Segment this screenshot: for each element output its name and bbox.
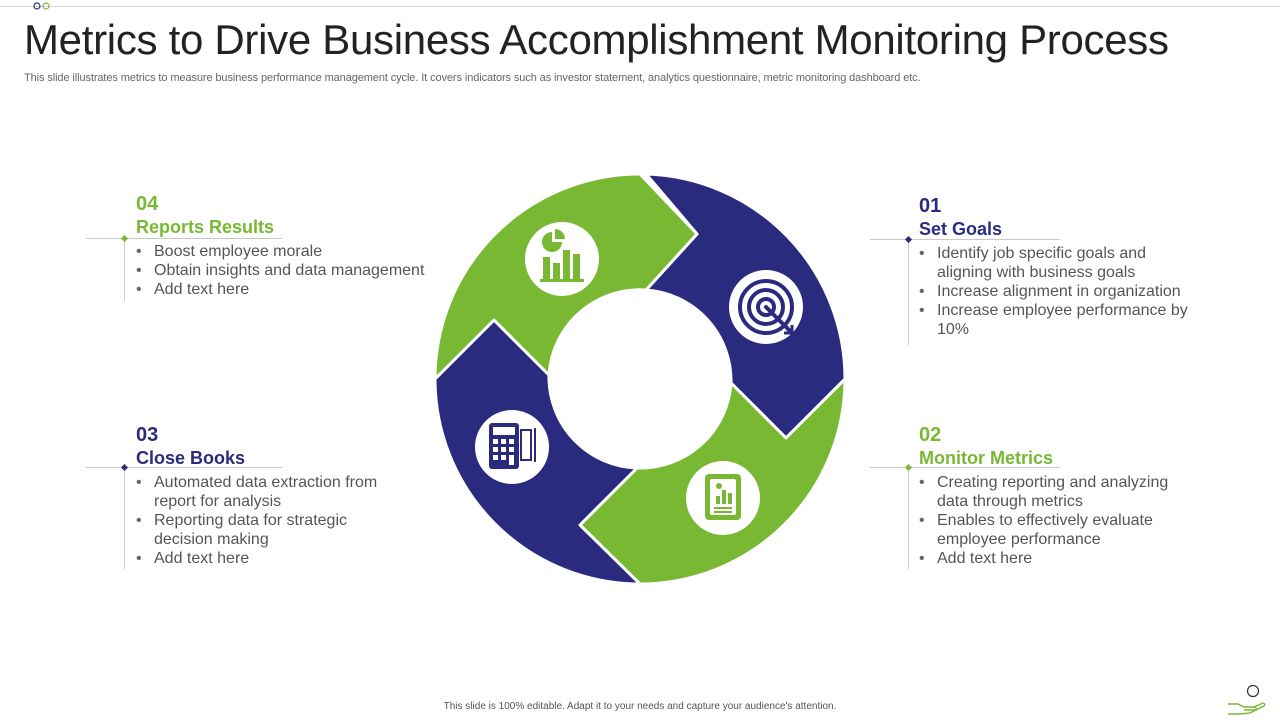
bullet-list: Creating reporting and analyzing data th… bbox=[919, 473, 1169, 568]
bullet-item: Add text here bbox=[136, 549, 386, 568]
bullet-list: Boost employee morale Obtain insights an… bbox=[136, 242, 436, 299]
connector-line bbox=[908, 467, 909, 569]
bullet-item: Add text here bbox=[136, 280, 436, 299]
bullet-list: Automated data extraction from report fo… bbox=[136, 473, 386, 568]
decorative-dots-icon bbox=[33, 2, 50, 10]
step-close-books: 03 Close Books Automated data extraction… bbox=[136, 423, 386, 568]
slide-title: Metrics to Drive Business Accomplishment… bbox=[24, 16, 1169, 63]
connector-line bbox=[908, 239, 909, 345]
step-title: Set Goals bbox=[919, 219, 1003, 239]
connector-line bbox=[124, 467, 125, 569]
step-number: 01 bbox=[919, 195, 942, 217]
step-monitor-metrics: 02 Monitor Metrics Creating reporting an… bbox=[919, 423, 1169, 568]
target-icon bbox=[729, 270, 803, 344]
bullet-item: Obtain insights and data management bbox=[136, 261, 436, 280]
bullet-item: Automated data extraction from report fo… bbox=[136, 473, 386, 511]
step-title: Monitor Metrics bbox=[919, 448, 1054, 468]
bullet-list: Identify job specific goals and aligning… bbox=[919, 244, 1189, 339]
connector-line bbox=[86, 467, 282, 468]
top-rule bbox=[0, 6, 1280, 7]
connector-line bbox=[86, 238, 282, 239]
step-number: 04 bbox=[136, 193, 159, 215]
slide-footer: This slide is 100% editable. Adapt it to… bbox=[443, 701, 837, 712]
calculator-accounting-icon bbox=[475, 410, 549, 484]
pie-bar-chart-icon bbox=[525, 222, 599, 296]
bullet-item: Add text here bbox=[919, 549, 1169, 568]
step-number: 03 bbox=[136, 424, 159, 446]
report-document-icon bbox=[686, 461, 760, 535]
bullet-item: Creating reporting and analyzing data th… bbox=[919, 473, 1169, 511]
step-title: Reports Results bbox=[136, 217, 275, 237]
step-number: 02 bbox=[919, 424, 942, 446]
bullet-item: Reporting data for strategic decision ma… bbox=[136, 511, 386, 549]
bullet-item: Enables to effectively evaluate employee… bbox=[919, 511, 1169, 549]
bullet-item: Increase alignment in organization bbox=[919, 282, 1189, 301]
hand-bulb-icon bbox=[1228, 684, 1266, 715]
step-reports-results: 04 Reports Results Boost employee morale… bbox=[136, 192, 436, 299]
connector-line bbox=[870, 467, 1060, 468]
step-title: Close Books bbox=[136, 448, 246, 468]
slide-subtitle: This slide illustrates metrics to measur… bbox=[24, 72, 921, 84]
step-set-goals: 01 Set Goals Identify job specific goals… bbox=[919, 194, 1189, 339]
bullet-item: Boost employee morale bbox=[136, 242, 436, 261]
connector-line bbox=[870, 239, 1060, 240]
bullet-item: Identify job specific goals and aligning… bbox=[919, 244, 1189, 282]
bullet-item: Increase employee performance by 10% bbox=[919, 301, 1189, 339]
connector-line bbox=[124, 238, 125, 301]
